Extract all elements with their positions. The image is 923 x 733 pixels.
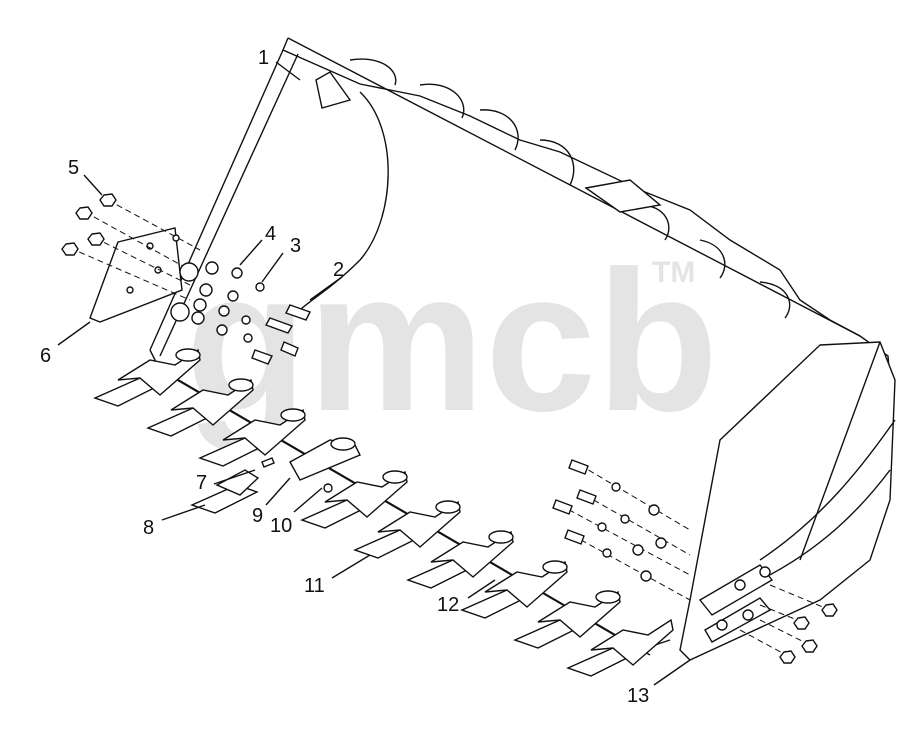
left-wear-plate [89,227,183,323]
callout-labels: 1 2 3 4 5 6 7 8 9 10 11 12 13 [40,47,649,707]
tooth-5 [300,470,408,529]
teeth-row [93,348,674,677]
tooth-9 [513,590,621,649]
right-side-plate [679,341,896,661]
callout-3: 3 [290,235,301,257]
watermark-tm: TM [652,256,695,289]
watermark-text: gmcb [185,230,718,453]
right-hardware [552,459,838,664]
tooth-7 [406,530,514,589]
callout-6: 6 [40,345,51,367]
tooth-2 [146,378,254,437]
callout-2: 2 [333,259,344,281]
leader-lines [57,61,691,686]
callout-9: 9 [252,505,263,527]
callout-1: 1 [258,47,269,69]
callout-12: 12 [437,594,459,616]
tooth-1 [93,348,201,407]
watermark: gmcb TM [185,230,718,453]
callout-13: 13 [627,685,649,707]
callout-11: 11 [304,575,325,597]
callout-4: 4 [265,223,276,245]
callout-10: 10 [270,515,292,537]
tooth-6 [353,500,461,559]
tooth-8 [460,560,568,619]
callout-5: 5 [68,157,79,179]
callout-8: 8 [143,517,154,539]
callout-7: 7 [196,472,207,494]
tooth-3 [198,408,306,467]
tooth-4-exploded [190,437,361,514]
tooth-10 [566,618,674,677]
left-hardware [61,193,311,365]
